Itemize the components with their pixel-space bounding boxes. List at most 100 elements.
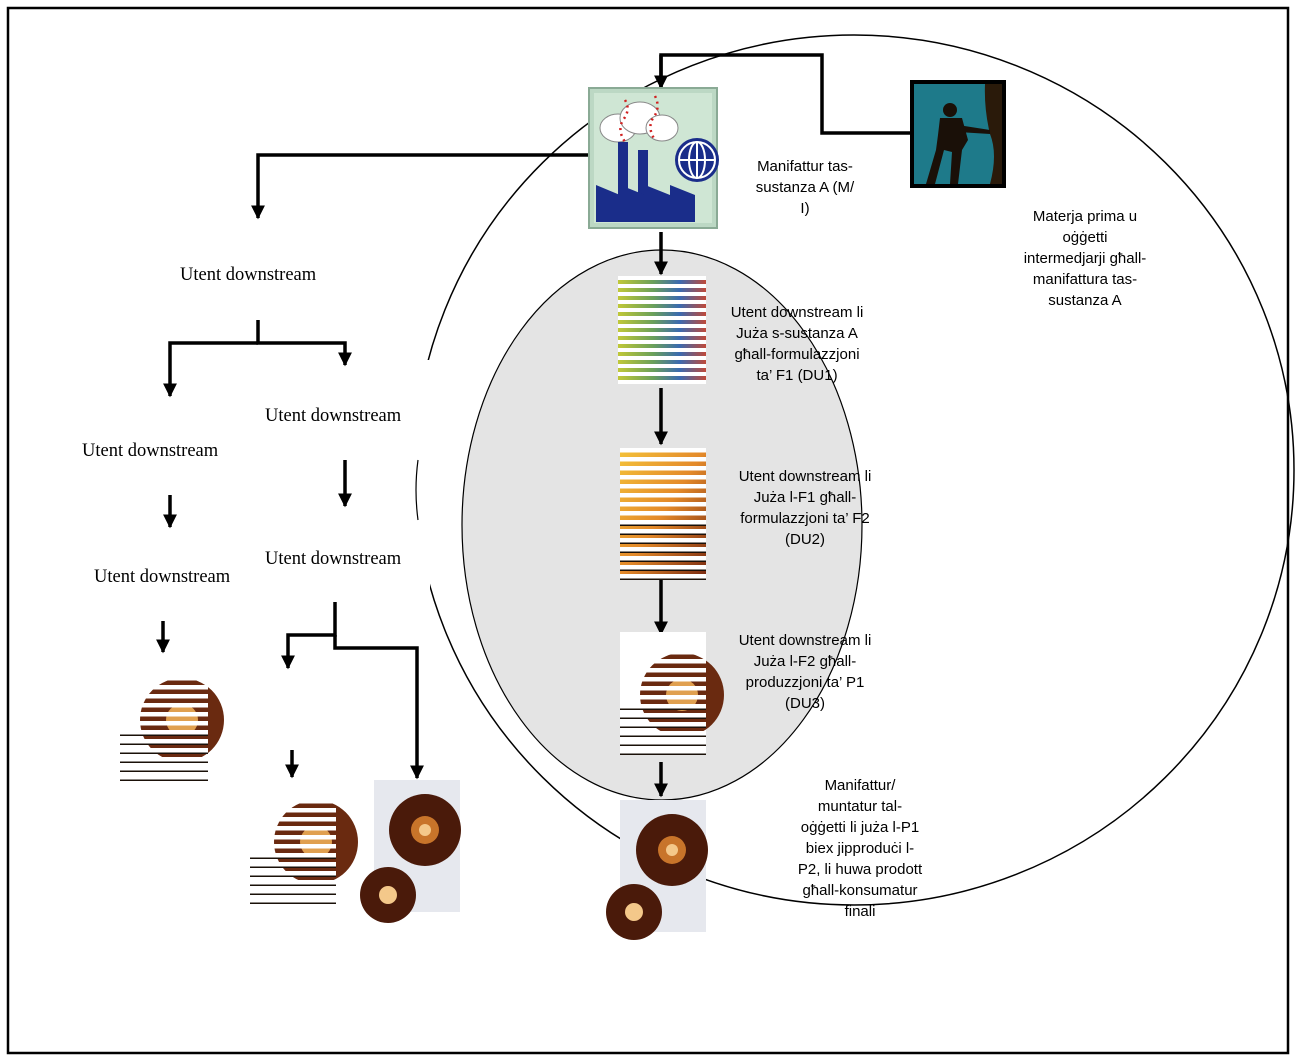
utent-downstream-lower-left: Utent downstream [94, 567, 231, 587]
connectors [156, 53, 910, 798]
raw-material-label: Materja prima u oġġetti intermedjarji għ… [1023, 208, 1147, 309]
stripe [250, 871, 336, 876]
utent-downstream-lower-right: Utent downstream [265, 549, 402, 569]
stripe [620, 475, 706, 480]
manufacturer-label: Manifattur tas- sustanza A (M/ I) [755, 158, 855, 217]
stripe [618, 340, 706, 344]
stripe-dark [620, 569, 706, 571]
stripe [250, 808, 336, 813]
stripe [120, 721, 208, 726]
striped-thumbnail-icon [620, 632, 724, 755]
stripe [250, 799, 336, 804]
stripe [618, 324, 706, 328]
stripe [620, 641, 706, 646]
stripe [620, 520, 706, 525]
stripe [250, 889, 336, 894]
stripe [120, 703, 208, 708]
stripe [620, 632, 706, 637]
stripe-dark [620, 717, 706, 719]
du2-label: Utent downstream li Juża l-F1 għall- for… [738, 468, 872, 548]
connector-lower-b [333, 635, 424, 780]
utent-downstream-top: Utent downstream [180, 265, 317, 285]
stripe [250, 781, 336, 786]
stripe [620, 511, 706, 516]
stripe [620, 731, 706, 736]
stripe-dark [620, 708, 706, 710]
stripe [620, 650, 706, 655]
stripe [618, 300, 706, 304]
stripe [620, 659, 706, 664]
stripe [120, 676, 208, 681]
stripe [618, 372, 706, 376]
stripe [620, 502, 706, 507]
stripe [120, 748, 208, 753]
striped-thumbnail-icon [120, 658, 224, 782]
stripe [250, 844, 336, 849]
stripe [618, 332, 706, 336]
stripe-dark [120, 770, 208, 772]
stripe [620, 556, 706, 561]
stripe [620, 466, 706, 471]
stripe [620, 457, 706, 462]
stripe [250, 817, 336, 822]
final-consumer-label: Manifattur/ muntatur tal- oġġetti li już… [797, 777, 923, 920]
stripe [120, 730, 208, 735]
stripe-dark [250, 857, 336, 859]
stripe [250, 862, 336, 867]
stripe-dark [620, 551, 706, 553]
stripe-dark [250, 875, 336, 877]
striped-thumbnail-icon [620, 448, 706, 580]
stripe [618, 380, 706, 384]
stripe [120, 712, 208, 717]
connector-utent-left [163, 341, 258, 398]
stripe [618, 284, 706, 288]
stripe [620, 538, 706, 543]
stripe-dark [250, 902, 336, 904]
stripe-dark [620, 578, 706, 580]
stripe [120, 775, 208, 780]
connector-factory-left [251, 153, 600, 220]
stripe [620, 677, 706, 682]
stripe [618, 308, 706, 312]
stripe [120, 766, 208, 771]
stripe-dark [120, 743, 208, 745]
stripe [618, 364, 706, 368]
stripe [250, 835, 336, 840]
stripe-dark [620, 744, 706, 746]
stripe-dark [250, 866, 336, 868]
stripe [620, 668, 706, 673]
stripe [620, 565, 706, 570]
stripe-dark [620, 533, 706, 535]
circle-gap-stub [415, 459, 419, 521]
stripe [620, 722, 706, 727]
utent-downstream-mid-left: Utent downstream [82, 441, 219, 461]
stripe-dark [620, 753, 706, 755]
stripe-dark [620, 726, 706, 728]
utent-downstream-mid-right: Utent downstream [265, 406, 402, 426]
stripe [620, 574, 706, 579]
factory-icon [588, 87, 719, 229]
stripe [120, 658, 208, 663]
stripe [618, 316, 706, 320]
stripe [120, 739, 208, 744]
striped-thumbnail-icon [250, 781, 358, 907]
striped-thumbnail-icon [618, 276, 706, 384]
stripe [618, 276, 706, 280]
stripe-dark [620, 735, 706, 737]
stripe [250, 853, 336, 858]
stripe [618, 292, 706, 296]
stripe-dark [620, 560, 706, 562]
stripe [620, 448, 706, 453]
stripe [120, 757, 208, 762]
stripe [618, 348, 706, 352]
outer-frame [6, 6, 1290, 1055]
stripe [620, 749, 706, 754]
stripe [120, 694, 208, 699]
stripe-dark [120, 779, 208, 781]
circle-gap [410, 360, 430, 600]
stripe [620, 704, 706, 709]
stripe [250, 826, 336, 831]
stripe-dark [120, 761, 208, 763]
gears-icon [606, 800, 708, 940]
